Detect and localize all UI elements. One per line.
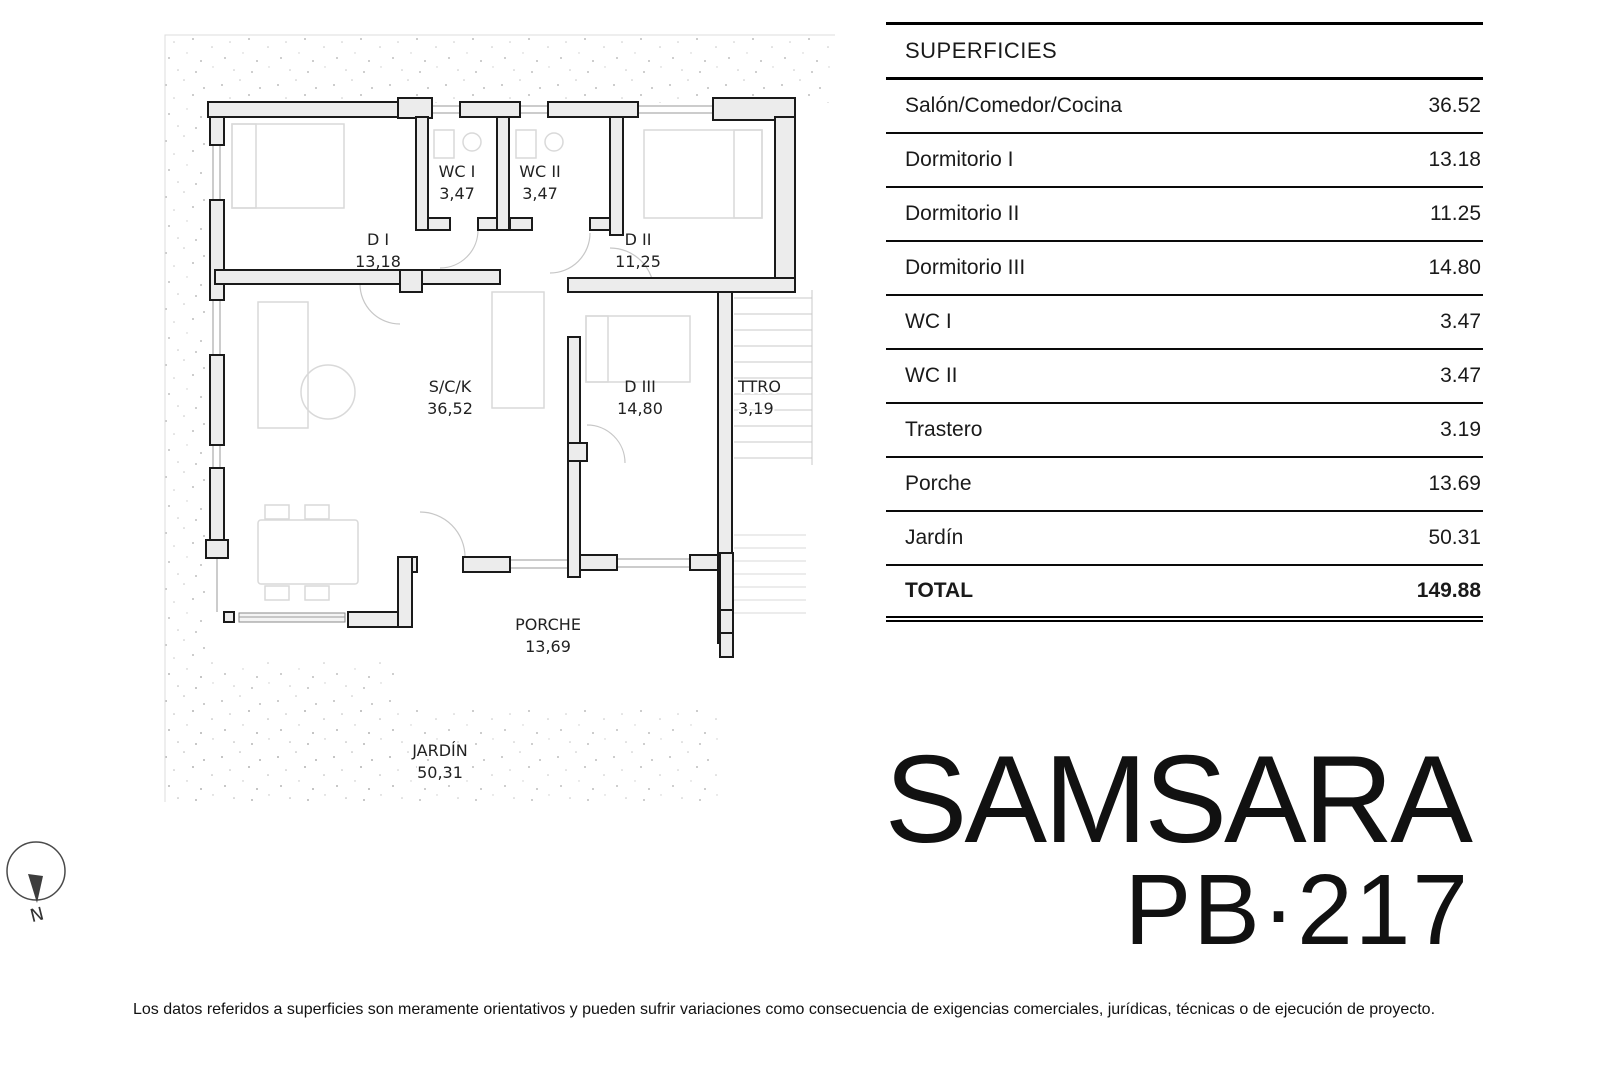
label-jardin-area: 50,31: [417, 763, 463, 782]
table-row: WC II 3.47: [886, 350, 1483, 404]
floor-plan: D I 13,18 WC I 3,47 WC II 3,47 D II 11,2…: [160, 20, 845, 805]
table-row: Trastero 3.19: [886, 404, 1483, 458]
table-row: Salón/Comedor/Cocina 36.52: [886, 80, 1483, 134]
row-value: 14.80: [1428, 256, 1481, 279]
row-value: 3.19: [1440, 418, 1481, 441]
table-row: Dormitorio I 13.18: [886, 134, 1483, 188]
label-d3-name: D III: [624, 377, 656, 396]
walls: [205, 97, 796, 658]
windows: [212, 105, 713, 623]
row-value: 13.18: [1428, 148, 1481, 171]
label-jardin-name: JARDÍN: [411, 741, 468, 760]
floor-plan-svg: D I 13,18 WC I 3,47 WC II 3,47 D II 11,2…: [164, 34, 835, 802]
label-wc1-area: 3,47: [439, 184, 475, 203]
row-value: 36.52: [1428, 94, 1481, 117]
label-ttro-name: TTRO: [737, 377, 781, 396]
label-wc2-name: WC II: [519, 162, 561, 181]
label-sck-area: 36,52: [427, 399, 473, 418]
label-d3-area: 14,80: [617, 399, 663, 418]
project-name: SAMSARA: [884, 731, 1473, 869]
compass-circle: [6, 841, 66, 901]
surfaces-table-header: SUPERFICIES: [886, 25, 1483, 80]
table-row: Dormitorio III 14.80: [886, 242, 1483, 296]
row-label: Porche: [905, 472, 972, 495]
label-porche-area: 13,69: [525, 637, 571, 656]
label-d2-name: D II: [625, 230, 652, 249]
row-label: Jardín: [905, 526, 964, 549]
north-compass: N: [0, 830, 90, 940]
table-row: Porche 13.69: [886, 458, 1483, 512]
disclaimer-text: Los datos referidos a superficies son me…: [133, 1001, 1436, 1018]
furniture: [231, 123, 763, 601]
row-value: 3.47: [1440, 310, 1481, 333]
unit-code: PB·217: [1124, 854, 1470, 966]
label-d1-name: D I: [367, 230, 389, 249]
table-row: WC I 3.47: [886, 296, 1483, 350]
row-label: Dormitorio III: [905, 256, 1026, 279]
branding-block: SAMSARA PB·217: [880, 731, 1473, 966]
label-wc1-name: WC I: [439, 162, 476, 181]
row-value: 11.25: [1430, 202, 1481, 225]
row-value: 3.47: [1440, 364, 1481, 387]
label-sck-name: S/C/K: [429, 377, 472, 396]
total-label: TOTAL: [905, 579, 974, 602]
row-label: WC II: [905, 364, 958, 387]
label-d1-area: 13,18: [355, 252, 401, 271]
row-label: Salón/Comedor/Cocina: [905, 94, 1123, 117]
garden-texture: [164, 34, 835, 802]
row-label: Trastero: [905, 418, 983, 441]
row-label: WC I: [905, 310, 952, 333]
row-label: Dormitorio I: [905, 148, 1014, 171]
compass-north-label: N: [28, 903, 46, 927]
stairs: [734, 290, 813, 614]
room-labels: D I 13,18 WC I 3,47 WC II 3,47 D II 11,2…: [355, 162, 783, 784]
row-value: 50.31: [1428, 526, 1481, 549]
label-ttro-area: 3,19: [738, 399, 774, 418]
surfaces-table: SUPERFICIES Salón/Comedor/Cocina 36.52 D…: [886, 22, 1483, 622]
label-porche-name: PORCHE: [515, 615, 581, 634]
north-arrow-icon: [28, 874, 43, 903]
label-wc2-area: 3,47: [522, 184, 558, 203]
total-value: 149.88: [1416, 579, 1481, 602]
row-label: Dormitorio II: [905, 202, 1020, 225]
table-total-row: TOTAL 149.88: [886, 566, 1483, 622]
table-row: Dormitorio II 11.25: [886, 188, 1483, 242]
row-value: 13.69: [1428, 472, 1481, 495]
label-d2-area: 11,25: [615, 252, 661, 271]
table-row: Jardín 50.31: [886, 512, 1483, 566]
